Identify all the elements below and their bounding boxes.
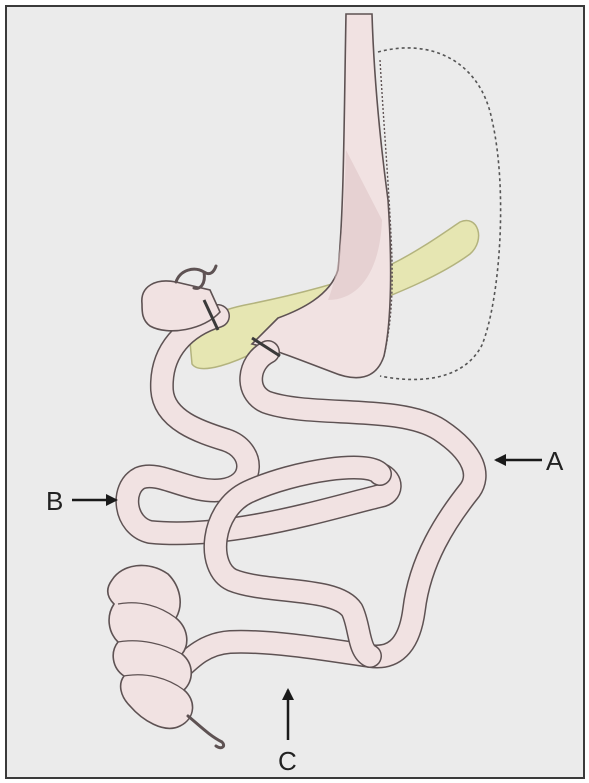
- label-b: B: [46, 486, 63, 516]
- label-c: C: [278, 746, 297, 776]
- diagram-background: [6, 6, 584, 778]
- label-a: A: [546, 446, 564, 476]
